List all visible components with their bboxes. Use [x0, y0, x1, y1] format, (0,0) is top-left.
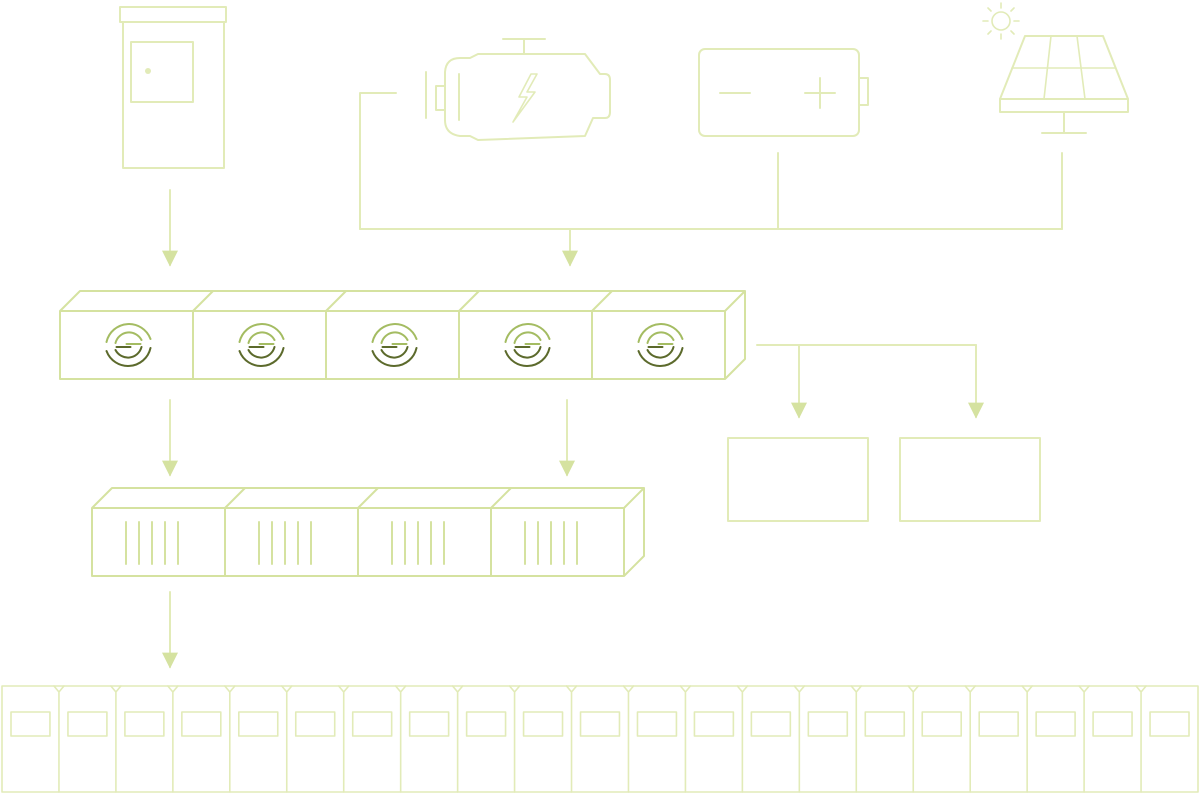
battery-strip-outline [91, 487, 645, 577]
unit-cell [167, 685, 222, 793]
output-branch-connector [727, 344, 1041, 522]
solar-panel-icon [982, 2, 1129, 230]
battery-module-divider [224, 487, 246, 577]
logo-module-divider [192, 290, 214, 380]
output-box [899, 437, 1041, 522]
unit-cell [565, 685, 621, 793]
unit-cell [850, 685, 906, 793]
output-box [727, 437, 869, 522]
strip-down-connectors [162, 399, 575, 477]
unit-cell [10, 711, 51, 737]
bottom-unit-row [1, 685, 1199, 793]
battery-module-strip [91, 487, 645, 577]
brand-logo-icon [504, 323, 551, 367]
unit-cell [394, 685, 450, 793]
unit-cell [280, 685, 336, 793]
logo-module-divider [591, 290, 613, 380]
unit-cell [1021, 685, 1076, 793]
logo-module-strip [59, 290, 746, 380]
battery-module-cells [524, 521, 578, 565]
battery-module-cells [125, 521, 179, 565]
generator-engine-icon [359, 38, 611, 230]
unit-row-outline [1, 685, 1199, 793]
unit-cell [508, 685, 564, 793]
unit-cell [964, 685, 1019, 793]
brand-logo-icon [105, 323, 152, 367]
brand-logo-icon [371, 323, 418, 367]
source-bus-connector [162, 189, 1063, 267]
battery-module-divider [490, 487, 512, 577]
unit-cell [793, 685, 849, 793]
unit-cell [110, 685, 165, 793]
battery-module-divider [357, 487, 379, 577]
logo-module-divider [325, 290, 347, 380]
electrical-panel-icon [119, 6, 227, 169]
unit-cell [679, 685, 735, 793]
battery-icon [698, 48, 869, 230]
unit-cell [53, 685, 108, 793]
unit-cell [736, 685, 792, 793]
unit-cell [337, 685, 393, 793]
logo-strip-outline [59, 290, 746, 380]
unit-cell [907, 685, 962, 793]
brand-logo-icon [238, 323, 285, 367]
brand-logo-icon [637, 323, 684, 367]
unit-cell [451, 685, 507, 793]
logo-module-divider [458, 290, 480, 380]
unit-cell [622, 685, 678, 793]
battery-module-cells [258, 521, 312, 565]
unit-cell [224, 685, 279, 793]
unit-cell [1135, 685, 1190, 793]
battery-module-cells [391, 521, 445, 565]
unit-cell [1078, 685, 1133, 793]
